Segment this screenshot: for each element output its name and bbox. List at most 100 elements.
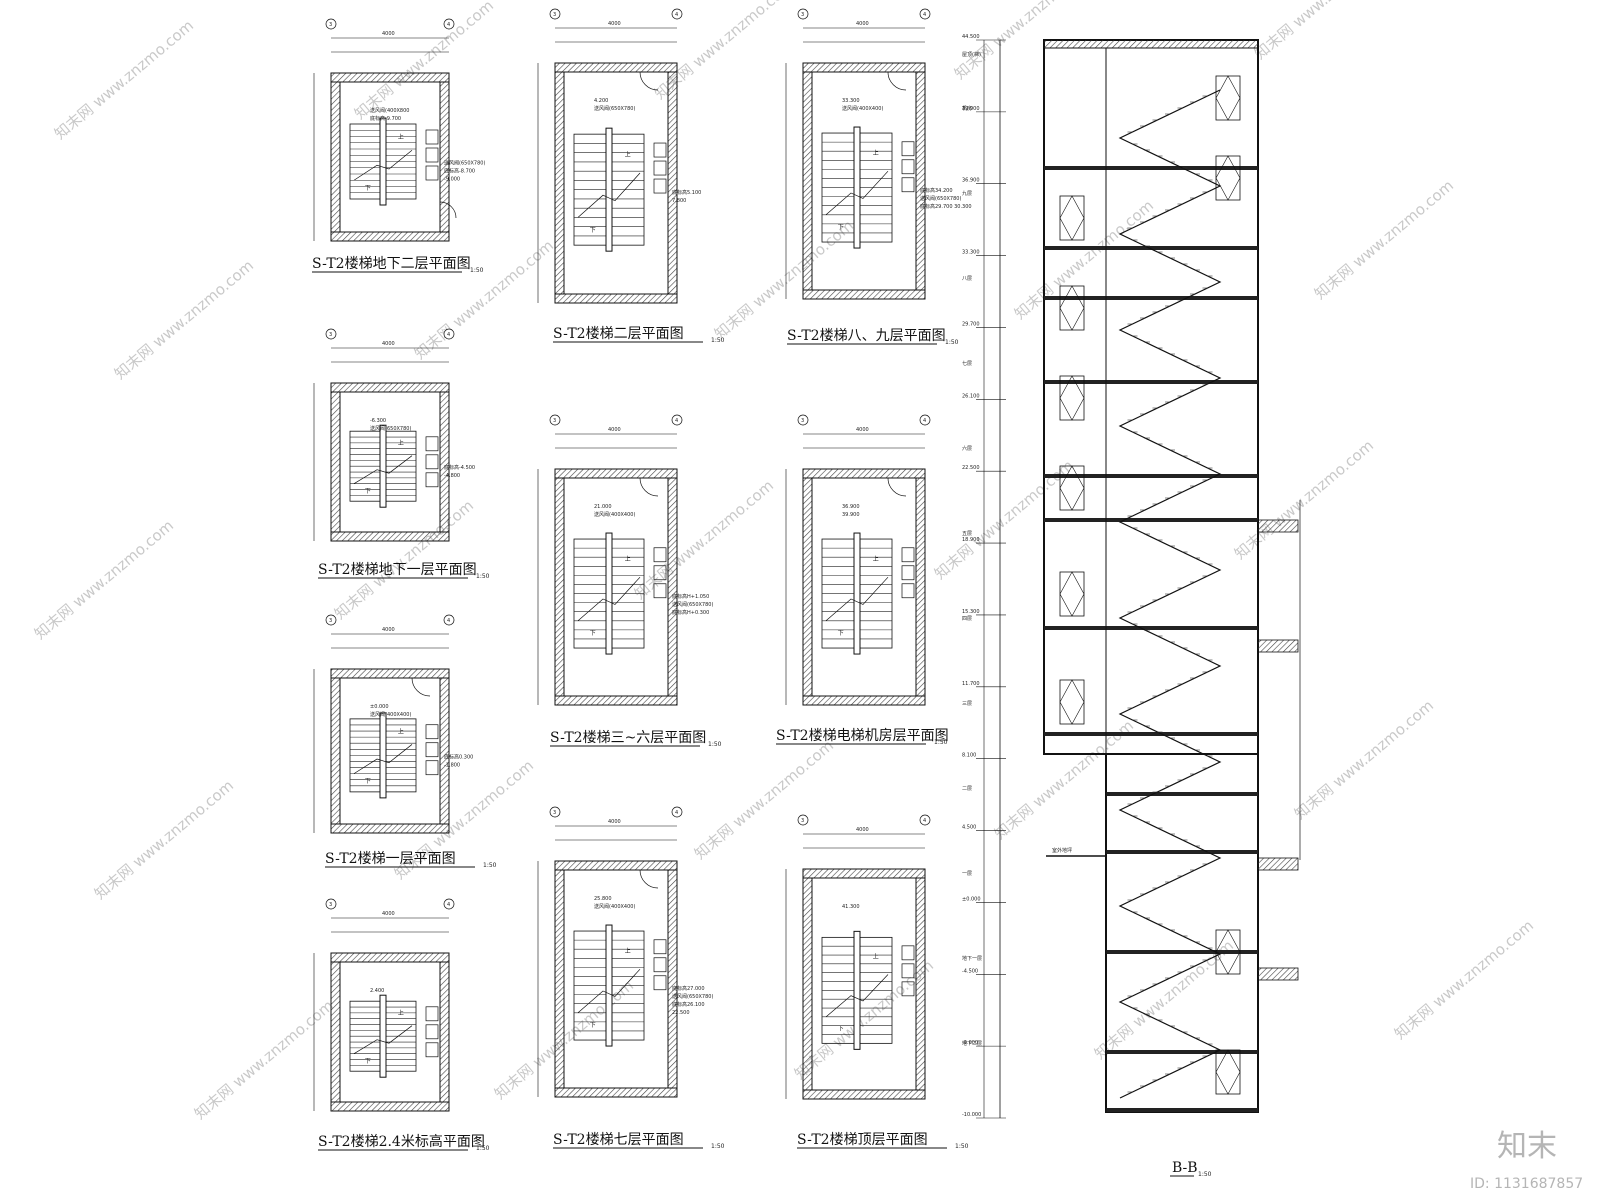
floor-slab bbox=[1106, 950, 1258, 954]
plan-scale: 1:50 bbox=[476, 573, 490, 580]
axis-label: 3 bbox=[329, 22, 332, 28]
watermark-text: 知末网 www.znzmo.com bbox=[191, 996, 337, 1123]
section-title: B-B bbox=[1172, 1160, 1198, 1176]
wall-bottom bbox=[802, 289, 926, 300]
wall-top bbox=[802, 62, 926, 73]
floor-slab bbox=[1044, 626, 1258, 630]
level-mark: 11.700 bbox=[962, 681, 980, 687]
vent-shaft bbox=[425, 165, 439, 181]
wall-right bbox=[439, 81, 450, 233]
wall-left bbox=[802, 477, 813, 697]
section-b-b: 室外地坪44.50039.90036.90033.30029.70026.100… bbox=[962, 34, 1301, 1178]
axis-bubble bbox=[325, 898, 337, 910]
floor-label: 五层 bbox=[962, 531, 972, 537]
break-line bbox=[577, 576, 641, 622]
axis-bubble bbox=[671, 8, 683, 20]
floor-slab bbox=[1106, 850, 1258, 854]
dimension-text: 4000 bbox=[608, 819, 621, 825]
plan-note: 送风阀(400X400) bbox=[370, 711, 411, 718]
door-swing bbox=[411, 677, 431, 697]
stair-up-label: 上 bbox=[873, 555, 879, 563]
floor-label: 二层 bbox=[962, 786, 972, 792]
wall-top bbox=[330, 382, 450, 393]
watermark-text: 知末网 www.znzmo.com bbox=[1251, 0, 1397, 63]
stair-well bbox=[853, 126, 861, 249]
level-mark: 33.300 bbox=[962, 250, 980, 256]
watermark-text: 知末网 www.znzmo.com bbox=[791, 956, 937, 1083]
plan-scale: 1:50 bbox=[470, 267, 484, 274]
watermark-layer: 知末网 www.znzmo.com 知末网 www.znzmo.com 知末网 ww… bbox=[31, 0, 1537, 1123]
wall-top bbox=[802, 468, 926, 479]
vent-shaft bbox=[901, 159, 915, 175]
stair-up-label: 上 bbox=[398, 1009, 404, 1017]
room-outline bbox=[563, 869, 669, 1089]
watermark-text: 知末网 www.znzmo.com bbox=[1231, 436, 1377, 563]
plan-note: 送风阀(650X780) bbox=[444, 160, 485, 167]
plan-note: 底标高0.300 bbox=[444, 753, 473, 760]
stair-down-label: 下 bbox=[365, 185, 371, 192]
axis-label: 4 bbox=[923, 818, 926, 824]
plan-note: -6.300 bbox=[370, 418, 386, 424]
floor-slab bbox=[1044, 380, 1258, 384]
floor-slab bbox=[1044, 296, 1258, 300]
vent-shaft bbox=[425, 1006, 439, 1022]
stair-down-label: 下 bbox=[365, 1058, 371, 1065]
level-mark: 29.700 bbox=[962, 321, 980, 327]
axis-label: 4 bbox=[447, 902, 450, 908]
plan-scale: 1:50 bbox=[711, 337, 725, 344]
wall-left bbox=[554, 71, 565, 295]
room-outline bbox=[563, 477, 669, 697]
level-mark: 26.100 bbox=[962, 393, 980, 399]
plan-note: 33.300 bbox=[842, 98, 860, 104]
wall-bottom bbox=[330, 531, 450, 542]
door-swing-mark bbox=[1059, 465, 1085, 511]
axis-bubble bbox=[325, 328, 337, 340]
stair-well bbox=[853, 532, 861, 655]
wall-bottom bbox=[330, 1101, 450, 1112]
wall-left bbox=[802, 71, 813, 291]
floor-label: 七层 bbox=[962, 360, 972, 367]
level-mark: 22.500 bbox=[962, 465, 980, 471]
door-swing bbox=[439, 201, 457, 219]
axis-label: 4 bbox=[923, 12, 926, 18]
stair-down-label: 下 bbox=[365, 778, 371, 785]
brand-logo: 知末 bbox=[1497, 1129, 1557, 1164]
watermark-text: 知末网 www.znzmo.com bbox=[1291, 696, 1437, 823]
axis-bubble bbox=[919, 414, 931, 426]
watermark-text: 知末网 www.znzmo.com bbox=[1091, 936, 1237, 1063]
door-symbol bbox=[1059, 285, 1085, 331]
wall-top bbox=[330, 72, 450, 83]
dimension-text: 4000 bbox=[856, 427, 869, 433]
floor-slab bbox=[1044, 166, 1258, 170]
stair-down-label: 下 bbox=[838, 1026, 844, 1033]
axis-bubble bbox=[919, 814, 931, 826]
plan-note: 4.200 bbox=[594, 98, 608, 104]
watermark-text: 知末网 www.znzmo.com bbox=[31, 516, 177, 643]
level-mark: -4.500 bbox=[962, 968, 978, 974]
plan-scale: 1:50 bbox=[476, 1145, 490, 1152]
room-outline bbox=[339, 81, 441, 233]
stair-well bbox=[379, 117, 387, 206]
vent-shaft bbox=[653, 547, 667, 563]
wall-bottom bbox=[554, 293, 678, 304]
wall-left bbox=[330, 961, 341, 1103]
plan-note: 底标高26.100 bbox=[672, 1001, 705, 1008]
floor-slab bbox=[1106, 792, 1258, 796]
stair-up-label: 上 bbox=[398, 439, 404, 447]
door-swing bbox=[887, 71, 907, 91]
adjacent-slab bbox=[1257, 857, 1299, 871]
axis-label: 4 bbox=[923, 418, 926, 424]
dimension-text: 4000 bbox=[608, 427, 621, 433]
vent-shaft bbox=[425, 724, 439, 740]
wall-top bbox=[554, 62, 678, 73]
level-mark: -10.000 bbox=[962, 1112, 981, 1118]
break-line bbox=[825, 170, 889, 216]
plan-note: 7.800 bbox=[672, 198, 686, 204]
door-symbol bbox=[1059, 571, 1085, 617]
floor-label: 八层 bbox=[962, 276, 972, 282]
